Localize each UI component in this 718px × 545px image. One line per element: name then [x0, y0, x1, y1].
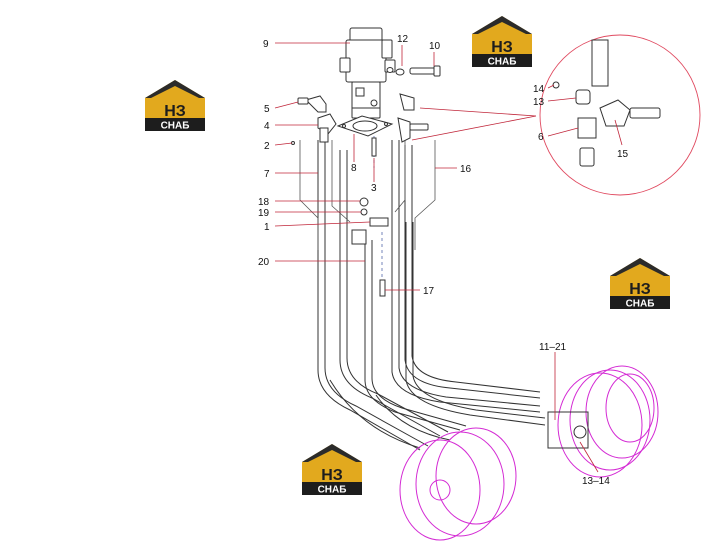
callout-20: 20	[258, 257, 270, 268]
bolt-3	[371, 137, 377, 157]
svg-text:СНАБ: СНАБ	[626, 299, 655, 310]
svg-text:НЗ: НЗ	[629, 281, 651, 298]
callout-14: 14	[533, 84, 545, 95]
callout-9: 9	[263, 39, 269, 50]
callout-11-21: 11–21	[539, 342, 567, 353]
callout-4: 4	[264, 121, 270, 132]
tee-fittings	[351, 197, 389, 245]
callout-12: 12	[397, 34, 409, 45]
svg-text:СНАБ: СНАБ	[161, 121, 190, 132]
callout-17: 17	[423, 286, 435, 297]
callout-8: 8	[351, 163, 357, 174]
callout-labels: 9 12 10 5 4 2 7 8 3 16 18 19 1 20 17 14 …	[258, 34, 629, 487]
mounting-flange	[336, 115, 394, 137]
brand-watermark-logo: НЗ СНАБ	[610, 258, 670, 310]
nut-and-bolt	[386, 65, 441, 77]
hose-envelope-outline	[299, 140, 436, 250]
elbow-fittings	[297, 93, 429, 143]
callout-15: 15	[617, 149, 629, 160]
callout-2: 2	[264, 141, 270, 152]
callout-16: 16	[460, 164, 472, 175]
svg-text:НЗ: НЗ	[321, 467, 343, 484]
callout-19: 19	[258, 208, 270, 219]
callout-1: 1	[264, 222, 270, 233]
callout-7: 7	[264, 169, 270, 180]
callout-6: 6	[538, 132, 544, 143]
brand-watermark-logo: НЗ СНАБ	[302, 444, 362, 496]
axis-line	[373, 136, 383, 290]
travel-motor-left	[399, 427, 517, 541]
travel-motor-right	[547, 365, 659, 478]
svg-text:НЗ: НЗ	[164, 103, 186, 120]
callout-3: 3	[371, 183, 377, 194]
center-swivel-joint	[339, 27, 396, 119]
brand-watermark-logo: НЗ СНАБ	[472, 16, 532, 68]
callout-13: 13	[533, 97, 545, 108]
bolt-17	[379, 279, 386, 297]
callout-18: 18	[258, 197, 270, 208]
svg-text:СНАБ: СНАБ	[318, 485, 347, 496]
svg-text:СНАБ: СНАБ	[488, 57, 517, 68]
callout-10: 10	[429, 41, 441, 52]
leader-lines	[274, 42, 623, 473]
callout-13-14: 13–14	[582, 476, 610, 487]
svg-text:НЗ: НЗ	[491, 39, 513, 56]
brand-watermark-logo: НЗ СНАБ	[145, 80, 205, 132]
detail-view-circle	[539, 34, 701, 196]
hydraulic-hoses	[317, 140, 546, 451]
callout-5: 5	[264, 104, 270, 115]
